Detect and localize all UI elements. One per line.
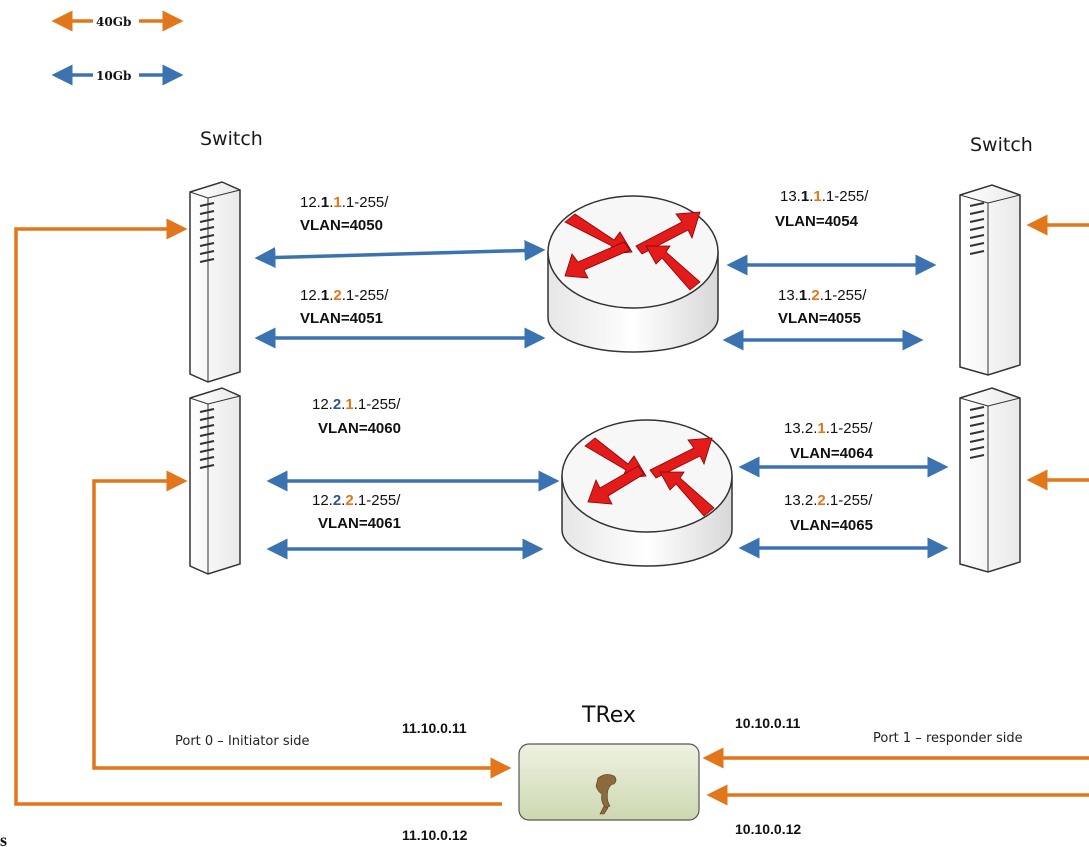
svg-text:VLAN=4051: VLAN=4051 — [300, 310, 383, 327]
subnet-label-right-4: 13.2.2.1-255/ VLAN=4065 — [784, 492, 873, 534]
subnet-label-left-3: 12.2.1.1-255/ VLAN=4060 — [312, 396, 401, 437]
subnet-label-left-2: 12.1.2.1-255/ VLAN=4051 — [300, 287, 389, 327]
trex-title: TRex — [581, 703, 636, 728]
legend-10g-label: 10Gb — [96, 69, 131, 83]
svg-text:13.1.1.1-255/: 13.1.1.1-255/ — [780, 188, 869, 205]
subnet-label-right-1: 13.1.1.1-255/ VLAN=4054 — [775, 188, 869, 230]
svg-text:VLAN=4065: VLAN=4065 — [790, 517, 873, 534]
subnet-label-right-2: 13.1.2.1-255/ VLAN=4055 — [778, 287, 867, 327]
router-bottom-arrows-icon — [584, 437, 715, 517]
switch-right-bottom — [959, 387, 1021, 573]
svg-text:12.2.2.1-255/: 12.2.2.1-255/ — [312, 492, 401, 509]
switch-right-title: Switch — [970, 134, 1033, 156]
subnet-label-left-1: 12.1.1.1-255/ VLAN=4050 — [300, 194, 389, 234]
link-left-4050 — [254, 239, 546, 269]
router-bottom — [561, 419, 733, 567]
svg-text:13.1.2.1-255/: 13.1.2.1-255/ — [778, 287, 867, 304]
svg-text:VLAN=4050: VLAN=4050 — [300, 217, 383, 234]
addr-left-top: 11.10.0.11 — [402, 720, 467, 736]
svg-text:12.1.1.1-255/: 12.1.1.1-255/ — [300, 194, 389, 211]
svg-text:12.1.2.1-255/: 12.1.2.1-255/ — [300, 287, 389, 304]
switch-right-top — [959, 184, 1021, 376]
port1-label: Port 1 – responder side — [873, 731, 1023, 746]
svg-text:VLAN=4055: VLAN=4055 — [778, 310, 861, 327]
svg-text:VLAN=4054: VLAN=4054 — [775, 213, 859, 230]
legend: 40Gb 10Gb — [51, 10, 184, 86]
svg-text:VLAN=4061: VLAN=4061 — [318, 515, 401, 532]
svg-text:VLAN=4060: VLAN=4060 — [318, 420, 401, 437]
addr-right-bottom: 10.10.0.12 — [735, 821, 801, 837]
router-top — [547, 195, 719, 353]
port0-label: Port 0 – Initiator side — [175, 734, 309, 749]
subnet-label-left-4: 12.2.2.1-255/ VLAN=4061 — [312, 492, 401, 532]
switch-left-title: Switch — [200, 128, 263, 150]
trex-box — [518, 743, 700, 821]
addr-right-top: 10.10.0.11 — [735, 715, 801, 731]
subnet-label-right-3: 13.2.1.1-255/ VLAN=4064 — [784, 420, 874, 462]
svg-text:12.2.1.1-255/: 12.2.1.1-255/ — [312, 396, 401, 413]
link-port0-to-switch-left-top — [14, 218, 502, 806]
legend-40g-label: 40Gb — [96, 15, 131, 29]
svg-text:13.2.1.1-255/: 13.2.1.1-255/ — [784, 420, 873, 437]
switch-left-bottom — [189, 387, 241, 575]
switch-left-top — [189, 181, 241, 383]
switch-left-top-ports — [199, 202, 215, 263]
edge-fragment: s — [0, 830, 7, 847]
addr-left-bottom: 11.10.0.12 — [402, 827, 468, 843]
svg-text:13.2.2.1-255/: 13.2.2.1-255/ — [784, 492, 873, 509]
link-port0-to-switch-left-bottom — [92, 470, 512, 779]
router-top-arrows-icon — [564, 211, 701, 291]
svg-text:VLAN=4064: VLAN=4064 — [790, 445, 874, 462]
trex-dinosaur-icon — [595, 774, 617, 815]
